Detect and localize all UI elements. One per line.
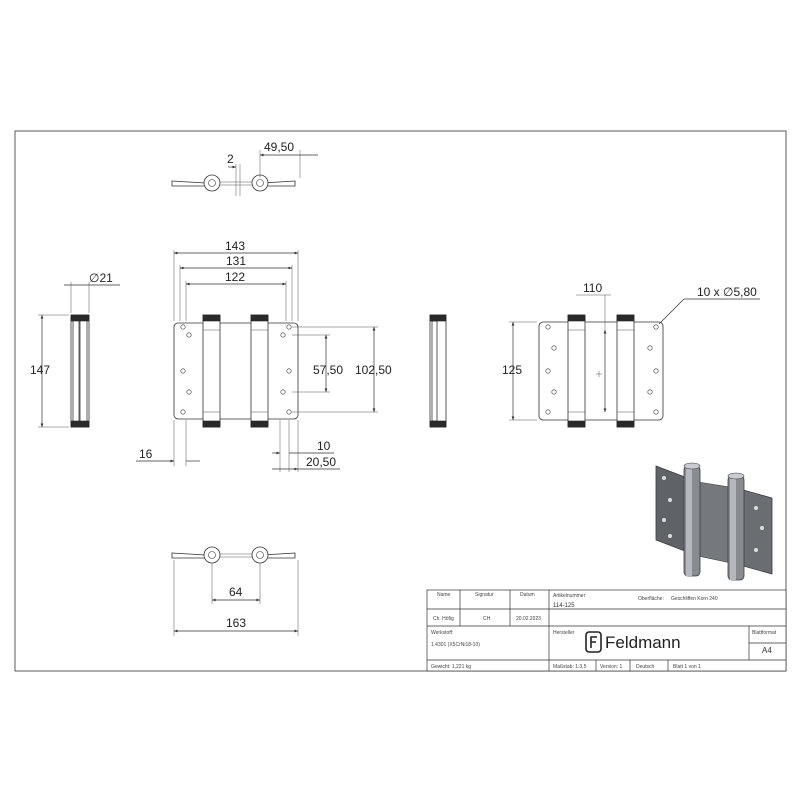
dim-147: 147 <box>30 363 50 377</box>
dim-dia-21: ∅21 <box>89 271 113 285</box>
tb-name-hdr: Name <box>437 592 451 598</box>
hinge-render <box>655 462 773 581</box>
dim-64: 64 <box>229 585 243 599</box>
tb-werkstoff-val: 1.4301 (X5CrNi18-10) <box>431 642 480 648</box>
tb-signatur-val: CH <box>483 616 491 622</box>
dim-125: 125 <box>502 363 522 377</box>
side-view-left: ∅21 147 <box>30 271 120 428</box>
tb-name-val: Ch. Höfig <box>433 616 454 622</box>
tb-sprache: Deutsch <box>636 664 655 670</box>
dim-49-50: 49,50 <box>264 140 294 154</box>
dim-57-50: 57,50 <box>313 363 343 377</box>
feldmann-logo-icon <box>585 631 602 653</box>
dim-102-50: 102,50 <box>355 363 392 377</box>
dim-163: 163 <box>226 616 246 630</box>
dim-122: 122 <box>225 270 245 284</box>
tb-signatur-hdr: Signatur <box>475 592 494 598</box>
front-view: 143 131 122 57,50 102,50 16 10 <box>136 239 392 472</box>
tb-oberflaeche-hdr: Oberfläche: <box>638 596 664 602</box>
tb-datum-val: 20.02.2023 <box>516 616 541 622</box>
dim-20-50: 20,50 <box>306 455 336 469</box>
dim-16: 16 <box>139 447 153 461</box>
tb-version: Version: 1 <box>600 664 622 670</box>
drawing-frame <box>14 130 787 672</box>
tb-datum-hdr: Datum <box>520 592 535 598</box>
dim-holes: 10 x ∅5,80 <box>697 285 757 299</box>
tb-brand: Feldmann <box>605 633 681 652</box>
dim-2: 2 <box>227 152 234 166</box>
tb-blatt: Blatt 1 von 1 <box>673 664 701 670</box>
bottom-view: 64 163 <box>171 546 299 636</box>
tb-oberflaeche-val: Geschliffen Korn 240 <box>671 596 718 602</box>
tb-werkstoff-hdr: Werkstoff: <box>431 630 453 636</box>
dim-131: 131 <box>226 254 246 268</box>
tb-gewicht: Gewicht: 1,221 kg <box>431 664 471 670</box>
tb-artikelnummer-val: 114-125 <box>553 603 575 609</box>
tb-massstab: Maßstab: 1:3,5 <box>553 664 587 670</box>
dim-10: 10 <box>317 439 331 453</box>
side-view-right <box>429 314 447 428</box>
tb-blattformat-val: A4 <box>762 646 772 655</box>
tb-blattformat-hdr: Blattformat <box>752 630 777 636</box>
tb-artikelnummer-hdr: Artikelnummer <box>553 593 586 599</box>
front-view-right: 110 10 x ∅5,80 125 <box>502 281 760 428</box>
dim-143: 143 <box>225 239 245 253</box>
dim-110: 110 <box>583 281 602 295</box>
top-view: 2 49,50 <box>171 140 318 196</box>
tb-hersteller-hdr: Hersteller <box>553 630 575 636</box>
title-block: Name Signatur Datum Ch. Höfig CH 20.02.2… <box>426 589 787 672</box>
